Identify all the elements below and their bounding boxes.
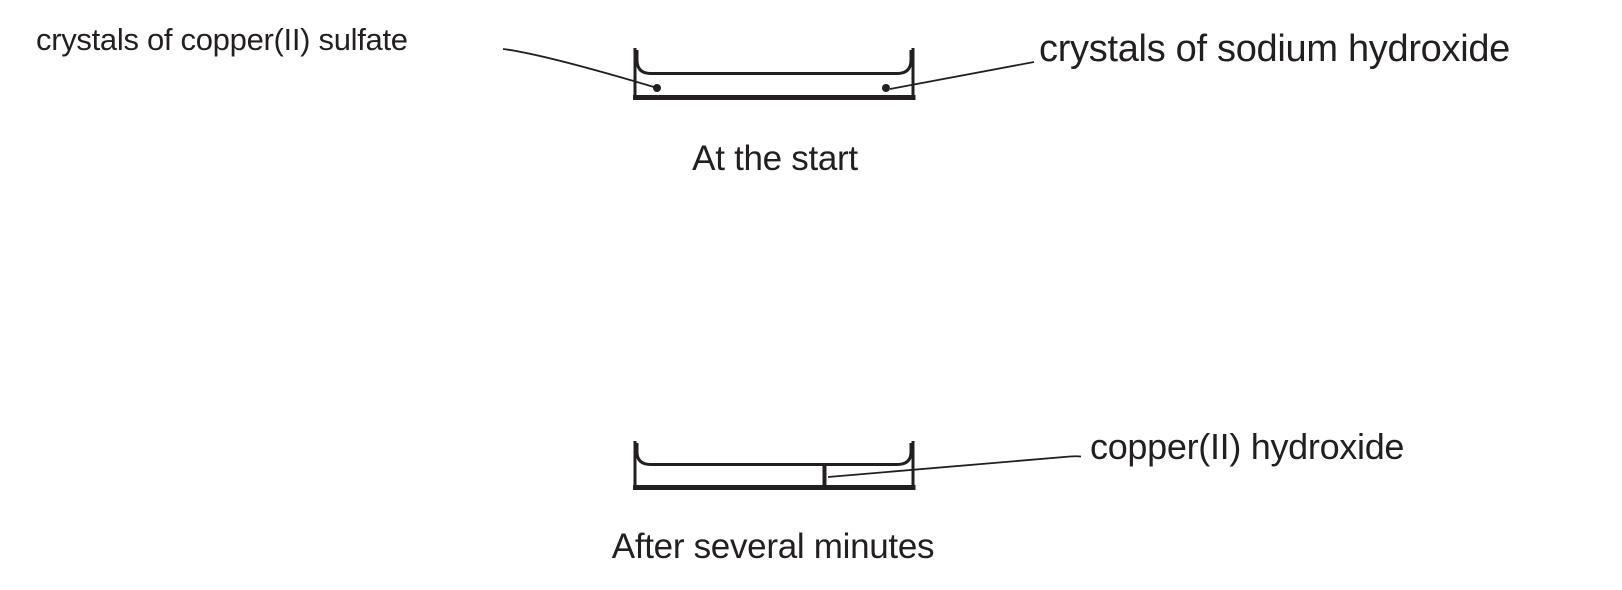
caption-after-several-minutes: After several minutes [611,527,935,566]
leader-copper-hydroxide [827,455,1082,478]
dish1-liquid-surface [635,50,913,75]
dish2-liquid-surface [635,443,913,466]
sodium-hydroxide-crystal-dot [882,84,890,92]
dish-after-minutes [633,441,916,490]
dish-at-start [633,48,916,100]
label-copper-sulfate: crystals of copper(II) sulfate [36,22,408,57]
label-copper-hydroxide: copper(II) hydroxide [1090,426,1405,467]
leader-sodium-hydroxide [889,61,1035,90]
leader-copper-sulfate [502,48,655,88]
copper-sulfate-crystal-dot [653,84,661,92]
label-sodium-hydroxide: crystals of sodium hydroxide [1039,28,1511,70]
caption-at-the-start: At the start [692,139,858,178]
